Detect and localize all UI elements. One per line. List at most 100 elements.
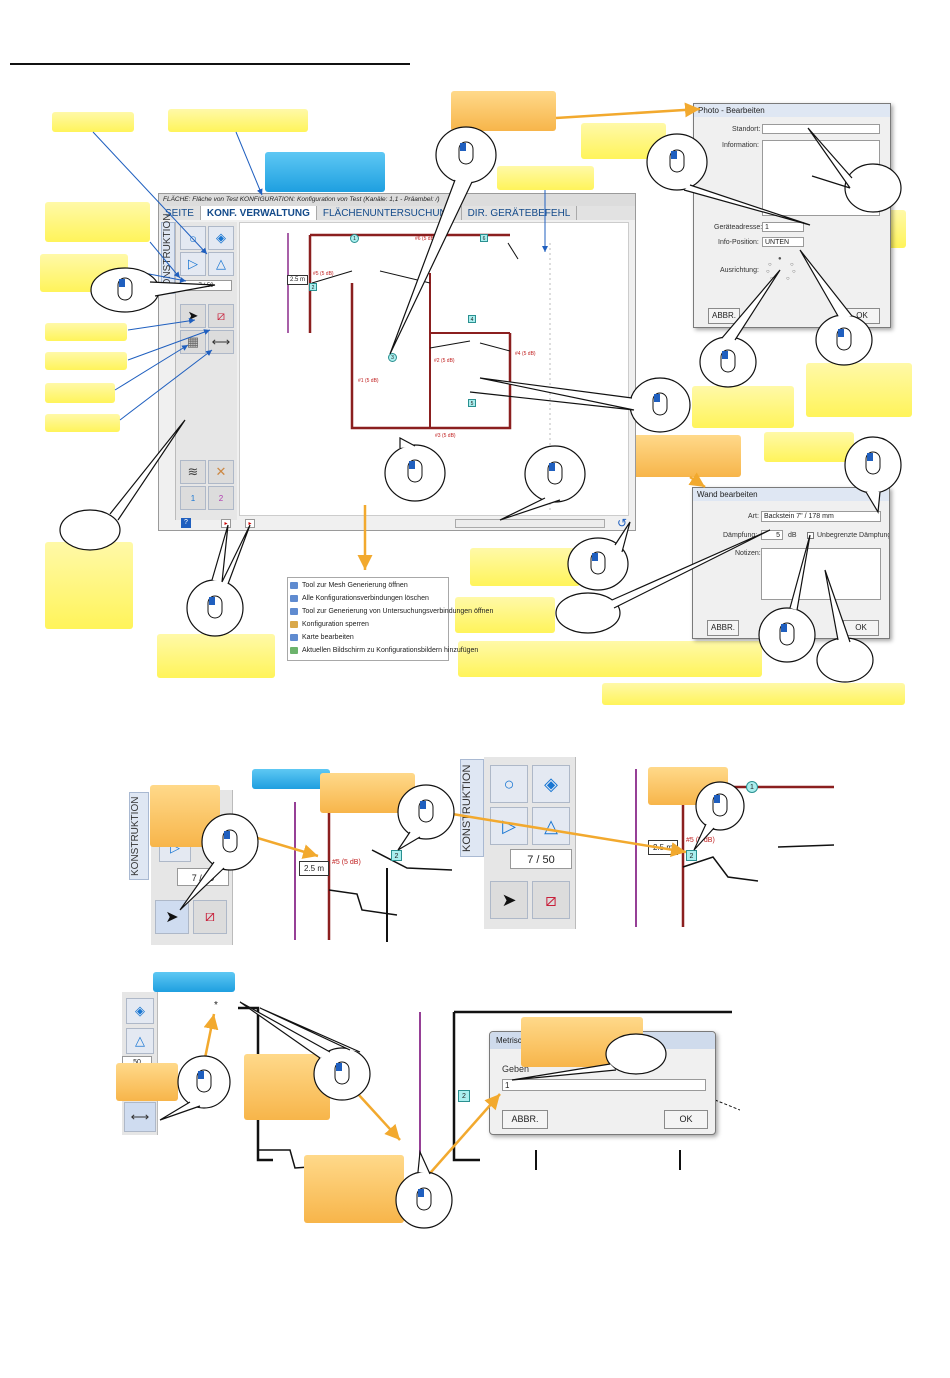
device-marker[interactable]: 3 (388, 353, 397, 362)
menu-item-lock-configuration[interactable]: Konfiguration sperren (288, 618, 448, 631)
callout-box (602, 683, 905, 705)
wall-label: #3 (5 dB) (435, 433, 456, 439)
diamond-circle-tool-icon[interactable]: ◈ (208, 226, 234, 250)
device-marker[interactable]: 2 (309, 283, 317, 291)
annotation-overlay-middle (179, 781, 745, 911)
db-unit: dB (788, 532, 797, 539)
link-1-icon[interactable]: 1 (180, 486, 206, 510)
callout-box (497, 166, 594, 190)
dimension-label: 2.5 m (287, 275, 309, 285)
callout-box (45, 414, 120, 432)
tab-flaechenuntersuchung[interactable]: FLÄCHENUNTERSUCHUNG (317, 206, 462, 220)
eraser-icon[interactable]: ⧄ (193, 900, 227, 934)
link-2-icon[interactable]: 2 (208, 486, 234, 510)
device-marker[interactable]: 1 (746, 781, 758, 793)
callout-box (157, 634, 275, 678)
notes-label: Notizen: (735, 550, 761, 557)
diamond-circle-tool-icon[interactable]: ◈ (532, 765, 570, 803)
triangle-right-tool-icon[interactable]: ▷ (180, 252, 206, 276)
pin-tool-icon[interactable]: ✕ (208, 460, 234, 484)
measure-tool-icon[interactable]: ⟷ (124, 1102, 156, 1132)
callout-box (470, 548, 580, 586)
mouse-bubble (389, 126, 497, 355)
mouse-bubble (699, 269, 781, 388)
app-header: FLÄCHE: Fläche von Test KONFIGURATION: K… (159, 194, 635, 206)
callout-box-blue (153, 972, 235, 992)
heading-rule (10, 63, 410, 65)
mouse-bubble (499, 445, 586, 521)
tab-konf-verwaltung[interactable]: KONF. VERWALTUNG (200, 206, 317, 220)
standort-input[interactable] (762, 124, 880, 134)
layers-icon[interactable]: ≋ (180, 460, 206, 484)
device-marker[interactable]: 2 (686, 850, 697, 861)
menu-item-add-screenshot[interactable]: Aktuellen Bildschirm zu Konfigurationsbi… (288, 644, 478, 657)
menu-item-survey-tool[interactable]: Tool zur Generierung von Untersuchungsve… (288, 605, 493, 618)
callout-box (458, 641, 762, 677)
bottom-arrow-button[interactable]: ▸ (245, 519, 255, 528)
bottom-arrow-button[interactable]: ▸ (221, 519, 231, 528)
device-marker[interactable]: 4 (468, 315, 476, 323)
horizontal-scrollbar[interactable] (455, 519, 605, 528)
callout-box (45, 542, 133, 629)
page-counter[interactable]: 7 / 50 (510, 849, 572, 869)
unlimited-label: Unbegrenzte Dämpfung (817, 532, 889, 539)
eraser-icon[interactable]: ⧄ (208, 304, 234, 328)
circle-tool-icon[interactable]: ○ (490, 765, 528, 803)
device-marker[interactable]: 1 (350, 234, 359, 243)
zoom-drawing-left (294, 795, 453, 942)
callout-box (806, 363, 912, 417)
select-arrow-icon[interactable]: ➤ (490, 881, 528, 919)
measure-star-marker: * (214, 1000, 218, 1011)
infoposition-select[interactable]: UNTEN (762, 237, 804, 247)
mouse-bubble (186, 524, 251, 637)
callout-box-blue (252, 769, 330, 789)
geraeteadresse-select[interactable]: 1 (762, 222, 804, 232)
art-select[interactable]: Backstein 7" / 178 mm (761, 511, 881, 522)
select-arrow-icon[interactable]: ➤ (155, 900, 189, 934)
lock-icon (290, 621, 298, 628)
delete-links-icon (290, 595, 298, 602)
dimension-label: 2.5 m (299, 861, 330, 876)
ok-button[interactable]: OK (664, 1110, 708, 1129)
callout-box-blue (265, 152, 385, 192)
eraser-icon[interactable]: ⧄ (532, 881, 570, 919)
screenshot-icon (290, 647, 298, 654)
metric-value-input[interactable]: 1 (502, 1079, 706, 1091)
zoom-toolbox: ○ ◈ ▷ △ 7 / 50 ➤ ⧄ (484, 757, 576, 929)
triangle-up-tool-icon[interactable]: △ (208, 252, 234, 276)
annotation-overlay (59, 102, 902, 683)
mesh-icon (290, 582, 298, 589)
cancel-button[interactable]: ABBR. (707, 620, 739, 636)
refresh-icon[interactable]: ↺ (617, 516, 628, 530)
help-icon[interactable]: ? (181, 518, 191, 528)
menu-item-delete-connections[interactable]: Alle Konfigurationsverbindungen löschen (288, 592, 448, 605)
device-marker[interactable]: 6 (480, 234, 488, 242)
device-marker[interactable]: 2 (458, 1090, 470, 1102)
cancel-button[interactable]: ABBR. (502, 1110, 548, 1129)
photo-edit-dialog: Photo - Bearbeiten Standort: Information… (693, 103, 891, 328)
select-arrow-icon[interactable]: ➤ (180, 304, 206, 328)
dialog-title: Photo - Bearbeiten (694, 104, 890, 117)
tab-dir-geraetebefehl[interactable]: DIR. GERÄTEBEFEHL (462, 206, 578, 220)
callout-box-orange (304, 1155, 404, 1223)
device-marker[interactable]: 2 (391, 850, 402, 861)
menu-item-edit-map[interactable]: Karte bearbeiten (288, 631, 448, 644)
mouse-bubble (395, 1149, 453, 1229)
diamond-circle-tool-icon[interactable]: ◈ (126, 998, 154, 1024)
menu-item-mesh-tool[interactable]: Tool zur Mesh Generierung öffnen (288, 579, 448, 592)
speech-bubble (511, 1033, 667, 1081)
daempfung-input[interactable]: 5 (761, 530, 783, 540)
measure-tool-icon[interactable]: ⟷ (208, 330, 234, 354)
triangle-up-tool-icon[interactable]: △ (126, 1028, 154, 1054)
speech-bubble (816, 569, 874, 683)
art-label: Art: (748, 513, 759, 520)
standort-label: Standort: (732, 126, 761, 133)
notes-textarea[interactable] (761, 548, 881, 600)
device-marker[interactable]: 5 (468, 399, 476, 407)
tab-seite[interactable]: SEITE (159, 206, 201, 220)
speech-bubble (59, 419, 186, 551)
ausrichtung-label: Ausrichtung: (720, 267, 759, 274)
callout-box-orange (116, 1063, 178, 1101)
cancel-button[interactable]: ABBR. (708, 308, 740, 324)
